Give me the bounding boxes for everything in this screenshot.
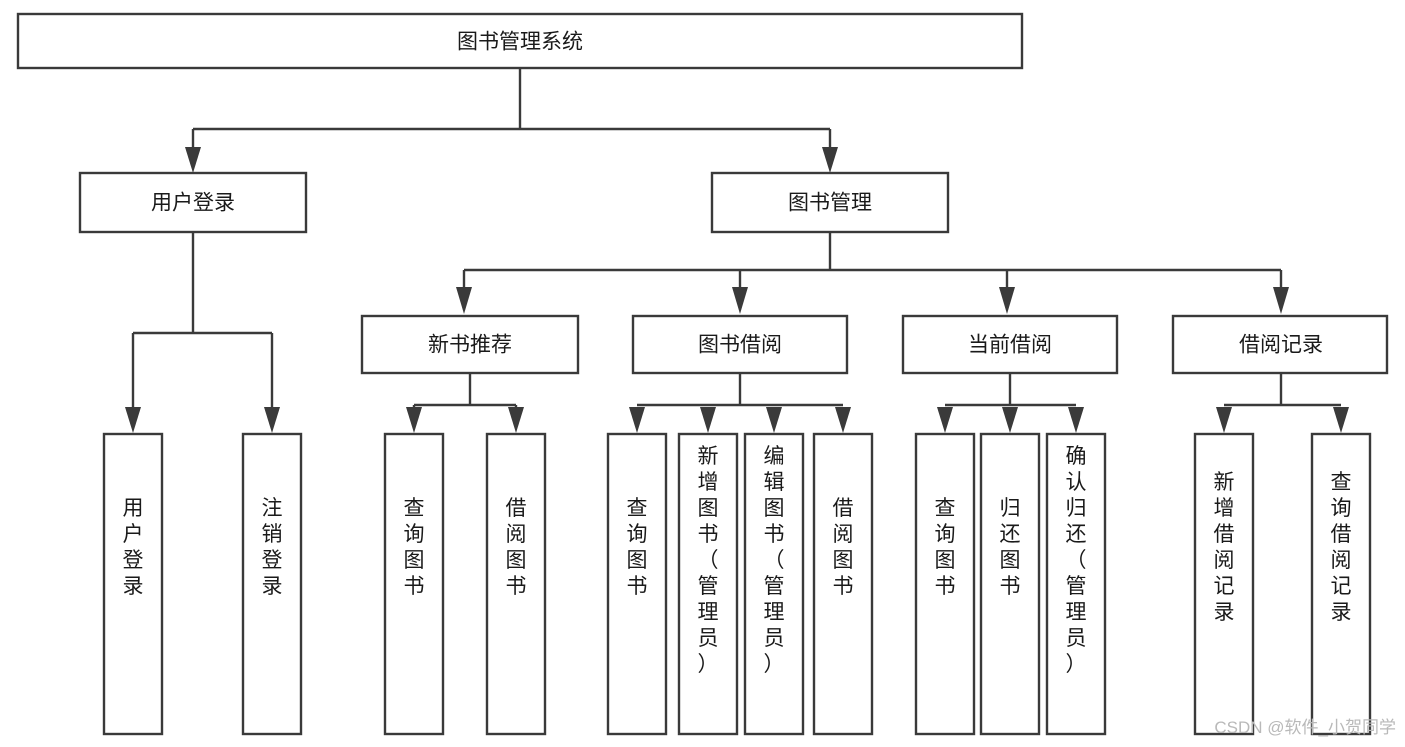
node-leaf-user-logout-box[interactable] <box>241 432 303 736</box>
arrowhead-leaf-add-book <box>700 407 716 433</box>
node-leaf-confirm-return[interactable]: 确认归还（管理员） <box>1045 432 1107 736</box>
node-leaf-edit-book[interactable]: 编辑图书（管理员） <box>743 432 805 736</box>
node-root-box[interactable] <box>16 12 1024 70</box>
arrowhead-leaf-query-book-3 <box>937 407 953 433</box>
node-leaf-return-book-box[interactable] <box>979 432 1041 736</box>
node-leaf-edit-book-box[interactable] <box>743 432 805 736</box>
arrowhead-leaf-query-record <box>1333 407 1349 433</box>
node-leaf-user-login-label: 用户登录 <box>123 497 144 598</box>
node-root-label: 图书管理系统 <box>457 31 583 54</box>
node-user-login-box[interactable] <box>78 171 308 234</box>
node-leaf-user-login-box[interactable] <box>102 432 164 736</box>
node-borrow-record-box[interactable] <box>1171 314 1389 375</box>
connector-group-root <box>185 68 838 173</box>
connector-group-user-login <box>125 232 280 433</box>
arrowhead-leaf-query-book-1 <box>406 407 422 433</box>
node-leaf-borrow-book-2-label: 借阅图书 <box>833 497 854 598</box>
node-current-borrow[interactable]: 当前借阅 <box>901 314 1119 375</box>
node-leaf-query-book-1-box[interactable] <box>383 432 445 736</box>
node-leaf-borrow-book-2-box[interactable] <box>812 432 874 736</box>
node-book-borrow-label: 图书借阅 <box>698 334 782 357</box>
node-leaf-query-book-1[interactable]: 查询图书 <box>383 432 445 736</box>
node-leaf-query-book-1-label: 查询图书 <box>404 497 425 598</box>
connector-group-book-manage <box>456 232 1289 314</box>
node-leaf-borrow-book-1-label: 借阅图书 <box>506 497 527 598</box>
arrowhead-book-borrow <box>732 287 748 314</box>
node-user-login[interactable]: 用户登录 <box>78 171 308 234</box>
node-leaf-query-record[interactable]: 查询借阅记录 <box>1310 432 1372 736</box>
arrowhead-leaf-user-login <box>125 407 141 433</box>
node-current-borrow-box[interactable] <box>901 314 1119 375</box>
arrowhead-borrow-record <box>1273 287 1289 314</box>
arrowhead-new-book-recommend <box>456 287 472 314</box>
node-leaf-user-login[interactable]: 用户登录 <box>102 432 164 736</box>
node-borrow-record-label: 借阅记录 <box>1239 334 1323 357</box>
node-borrow-record[interactable]: 借阅记录 <box>1171 314 1389 375</box>
node-leaf-add-book-label: 新增图书（管理员） <box>698 445 719 676</box>
node-leaf-query-book-2-box[interactable] <box>606 432 668 736</box>
arrowhead-to-book-manage <box>822 147 838 173</box>
node-leaf-borrow-book-2[interactable]: 借阅图书 <box>812 432 874 736</box>
arrowhead-leaf-confirm-return <box>1068 407 1084 433</box>
connector-group-borrow-record <box>1216 373 1349 433</box>
node-leaf-add-record-box[interactable] <box>1193 432 1255 736</box>
arrowhead-leaf-borrow-book-1 <box>508 407 524 433</box>
node-leaf-query-book-3[interactable]: 查询图书 <box>914 432 976 736</box>
node-new-book-recommend[interactable]: 新书推荐 <box>360 314 580 375</box>
node-book-manage[interactable]: 图书管理 <box>710 171 950 234</box>
node-leaf-query-record-box[interactable] <box>1310 432 1372 736</box>
arrowhead-to-user-login <box>185 147 201 173</box>
node-leaf-user-logout-label: 注销登录 <box>262 497 283 598</box>
arrowhead-current-borrow <box>999 287 1015 314</box>
arrowhead-leaf-return-book <box>1002 407 1018 433</box>
node-leaf-add-book[interactable]: 新增图书（管理员） <box>677 432 739 736</box>
node-leaf-borrow-book-1-box[interactable] <box>485 432 547 736</box>
arrowhead-leaf-borrow-book-2 <box>835 407 851 433</box>
node-book-borrow[interactable]: 图书借阅 <box>631 314 849 375</box>
node-book-manage-label: 图书管理 <box>788 192 872 215</box>
node-leaf-confirm-return-label: 确认归还（管理员） <box>1066 445 1087 676</box>
arrowhead-leaf-edit-book <box>766 407 782 433</box>
node-leaf-add-record-label: 新增借阅记录 <box>1214 471 1235 624</box>
node-new-book-recommend-label: 新书推荐 <box>428 334 512 357</box>
node-user-login-label: 用户登录 <box>151 192 235 215</box>
node-book-manage-box[interactable] <box>710 171 950 234</box>
arrowhead-leaf-user-logout <box>264 407 280 433</box>
csdn-watermark: CSDN @软件_小贺同学 <box>1214 718 1396 737</box>
connector-group-book-borrow <box>629 373 851 433</box>
node-leaf-query-book-3-label: 查询图书 <box>935 497 956 598</box>
node-leaf-confirm-return-box[interactable] <box>1045 432 1107 736</box>
node-leaf-edit-book-label: 编辑图书（管理员） <box>764 445 785 676</box>
node-leaf-return-book-label: 归还图书 <box>1000 497 1021 598</box>
node-root[interactable]: 图书管理系统 <box>16 12 1024 70</box>
connector-group-current-borrow <box>937 373 1084 433</box>
arrowhead-leaf-add-record <box>1216 407 1232 433</box>
node-leaf-query-book-2-label: 查询图书 <box>627 497 648 598</box>
node-leaf-add-record[interactable]: 新增借阅记录 <box>1193 432 1255 736</box>
node-leaf-user-logout[interactable]: 注销登录 <box>241 432 303 736</box>
node-leaf-borrow-book-1[interactable]: 借阅图书 <box>485 432 547 736</box>
node-leaf-query-record-label: 查询借阅记录 <box>1331 471 1352 624</box>
node-leaf-query-book-3-box[interactable] <box>914 432 976 736</box>
node-leaf-add-book-box[interactable] <box>677 432 739 736</box>
node-current-borrow-label: 当前借阅 <box>968 334 1052 357</box>
arrowhead-leaf-query-book-2 <box>629 407 645 433</box>
node-book-borrow-box[interactable] <box>631 314 849 375</box>
node-leaf-query-book-2[interactable]: 查询图书 <box>606 432 668 736</box>
connector-group-new-book-recommend <box>406 373 524 433</box>
node-new-book-recommend-box[interactable] <box>360 314 580 375</box>
node-leaf-return-book[interactable]: 归还图书 <box>979 432 1041 736</box>
